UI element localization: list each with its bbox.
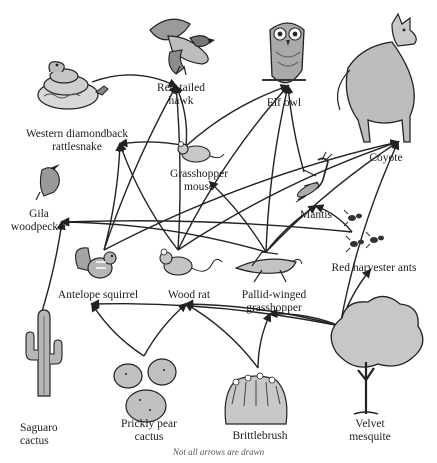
- arrow-grasshopper-to-owl: [265, 84, 291, 253]
- arrow-squirrel-to-coyote: [103, 139, 400, 251]
- arrow-brittlebrush-to-woodrat: [184, 303, 259, 369]
- organism-label-grasshopper: Pallid-winged grasshopper: [241, 289, 307, 314]
- organism-label-saguaro: Saguaro cactus: [20, 422, 58, 447]
- arrow-squirrel-to-rattlesnake: [103, 142, 125, 251]
- organism-label-owl: Elf owl: [266, 97, 302, 109]
- organism-label-mantis: Mantis: [300, 209, 332, 221]
- organism-label-woodpecker: Gila woodpecker: [10, 208, 68, 233]
- arrow-squirrel-to-hawk: [103, 84, 177, 251]
- organism-label-brittlebrush: Brittlebrush: [232, 430, 288, 442]
- arrow-mesquite-to-grasshopper: [268, 309, 341, 327]
- brittlebrush-icon: [224, 372, 288, 425]
- organism-label-ants: Red harvester ants: [331, 262, 417, 274]
- diagram-caption: Not all arrows are drawn: [172, 447, 265, 457]
- arrow-woodrat-to-coyote: [177, 140, 400, 251]
- arrow-mouse-to-owl: [185, 84, 290, 147]
- hawk-icon: [149, 18, 215, 76]
- arrow-grasshopper-to-woodpecker: [60, 217, 267, 253]
- arrow-mesquite-to-squirrel: [90, 299, 341, 327]
- mouse-icon: [177, 141, 225, 163]
- organism-label-rattlesnake: Western diamondback rattlesnake: [25, 128, 129, 153]
- organism-label-pricklypear: Prickly pear cactus: [121, 418, 177, 443]
- organism-label-squirrel: Antelope squirrel: [57, 289, 139, 301]
- mesquite-icon: [330, 295, 424, 415]
- arrow-grasshopper-to-mouse: [208, 180, 267, 253]
- pricklypear-icon: [113, 358, 177, 423]
- organism-label-hawk: Red-tailed hawk: [157, 82, 205, 107]
- arrow-mantis-to-owl: [284, 84, 305, 173]
- saguaro-icon: [25, 309, 63, 397]
- arrow-woodrat-to-owl: [177, 84, 290, 251]
- grasshopper-icon: [234, 251, 303, 283]
- rattlesnake-icon: [37, 61, 109, 110]
- arrow-pricklypear-to-woodrat: [143, 302, 188, 357]
- feeding-arrows: [39, 74, 400, 369]
- arrow-rattlesnake-to-hawk: [91, 74, 178, 87]
- organism-label-mesquite: Velvet mesquite: [349, 418, 391, 443]
- arrow-pricklypear-to-squirrel: [91, 302, 145, 357]
- arrow-mesquite-to-coyote: [339, 140, 400, 327]
- arrow-saguaro-to-woodpecker: [39, 220, 66, 319]
- ants-icon: [343, 209, 384, 253]
- woodpecker-icon: [35, 164, 60, 201]
- arrow-ants-to-woodpecker: [60, 217, 353, 233]
- arrow-mesquite-to-woodrat: [184, 299, 341, 327]
- organism-label-coyote: Coyote: [369, 152, 403, 164]
- arrow-woodrat-to-rattlesnake: [118, 142, 179, 251]
- arrow-grasshopper-to-coyote: [265, 141, 400, 253]
- organism-label-mouse: Grasshopper mouse: [169, 168, 229, 193]
- organism-label-woodrat: Wood rat: [167, 289, 211, 301]
- woodrat-icon: [159, 248, 223, 276]
- mantis-icon: [295, 151, 333, 203]
- coyote-icon: [337, 12, 417, 143]
- arrow-woodrat-to-hawk: [172, 84, 182, 251]
- arrow-brittlebrush-to-grasshopper: [257, 312, 272, 369]
- squirrel-icon: [75, 247, 117, 279]
- owl-icon: [262, 22, 306, 84]
- arrow-ants-to-mantis: [314, 204, 353, 233]
